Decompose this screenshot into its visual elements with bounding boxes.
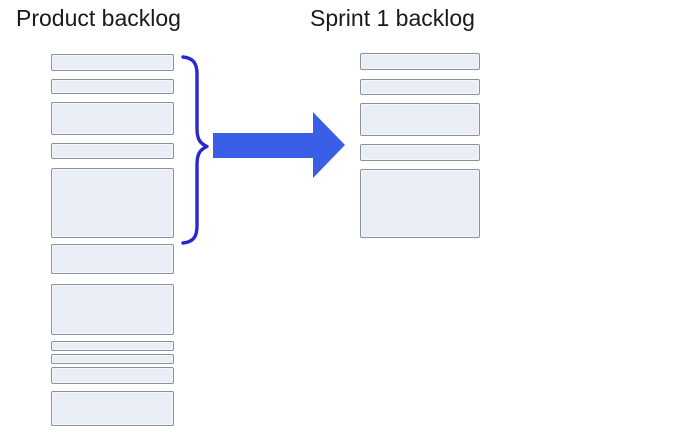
backlog-item-box [51,354,174,364]
backlog-item-box [51,143,174,159]
grouping-brace-icon [181,55,209,245]
backlog-item-box [51,102,174,135]
backlog-item-box [360,53,480,70]
product-backlog-title: Product backlog [16,5,181,31]
backlog-item-box [360,103,480,136]
backlog-item-box [51,168,174,238]
backlog-item-box [360,169,480,238]
backlog-item-box [360,144,480,161]
backlog-item-box [51,284,174,335]
backlog-item-box [51,244,174,274]
backlog-item-box [360,79,480,95]
backlog-item-box [51,341,174,351]
sprint-backlog-title: Sprint 1 backlog [310,5,475,31]
backlog-item-box [51,367,174,384]
transfer-arrow-icon [213,112,345,178]
backlog-item-box [51,79,174,94]
backlog-item-box [51,391,174,426]
backlog-item-box [51,54,174,71]
